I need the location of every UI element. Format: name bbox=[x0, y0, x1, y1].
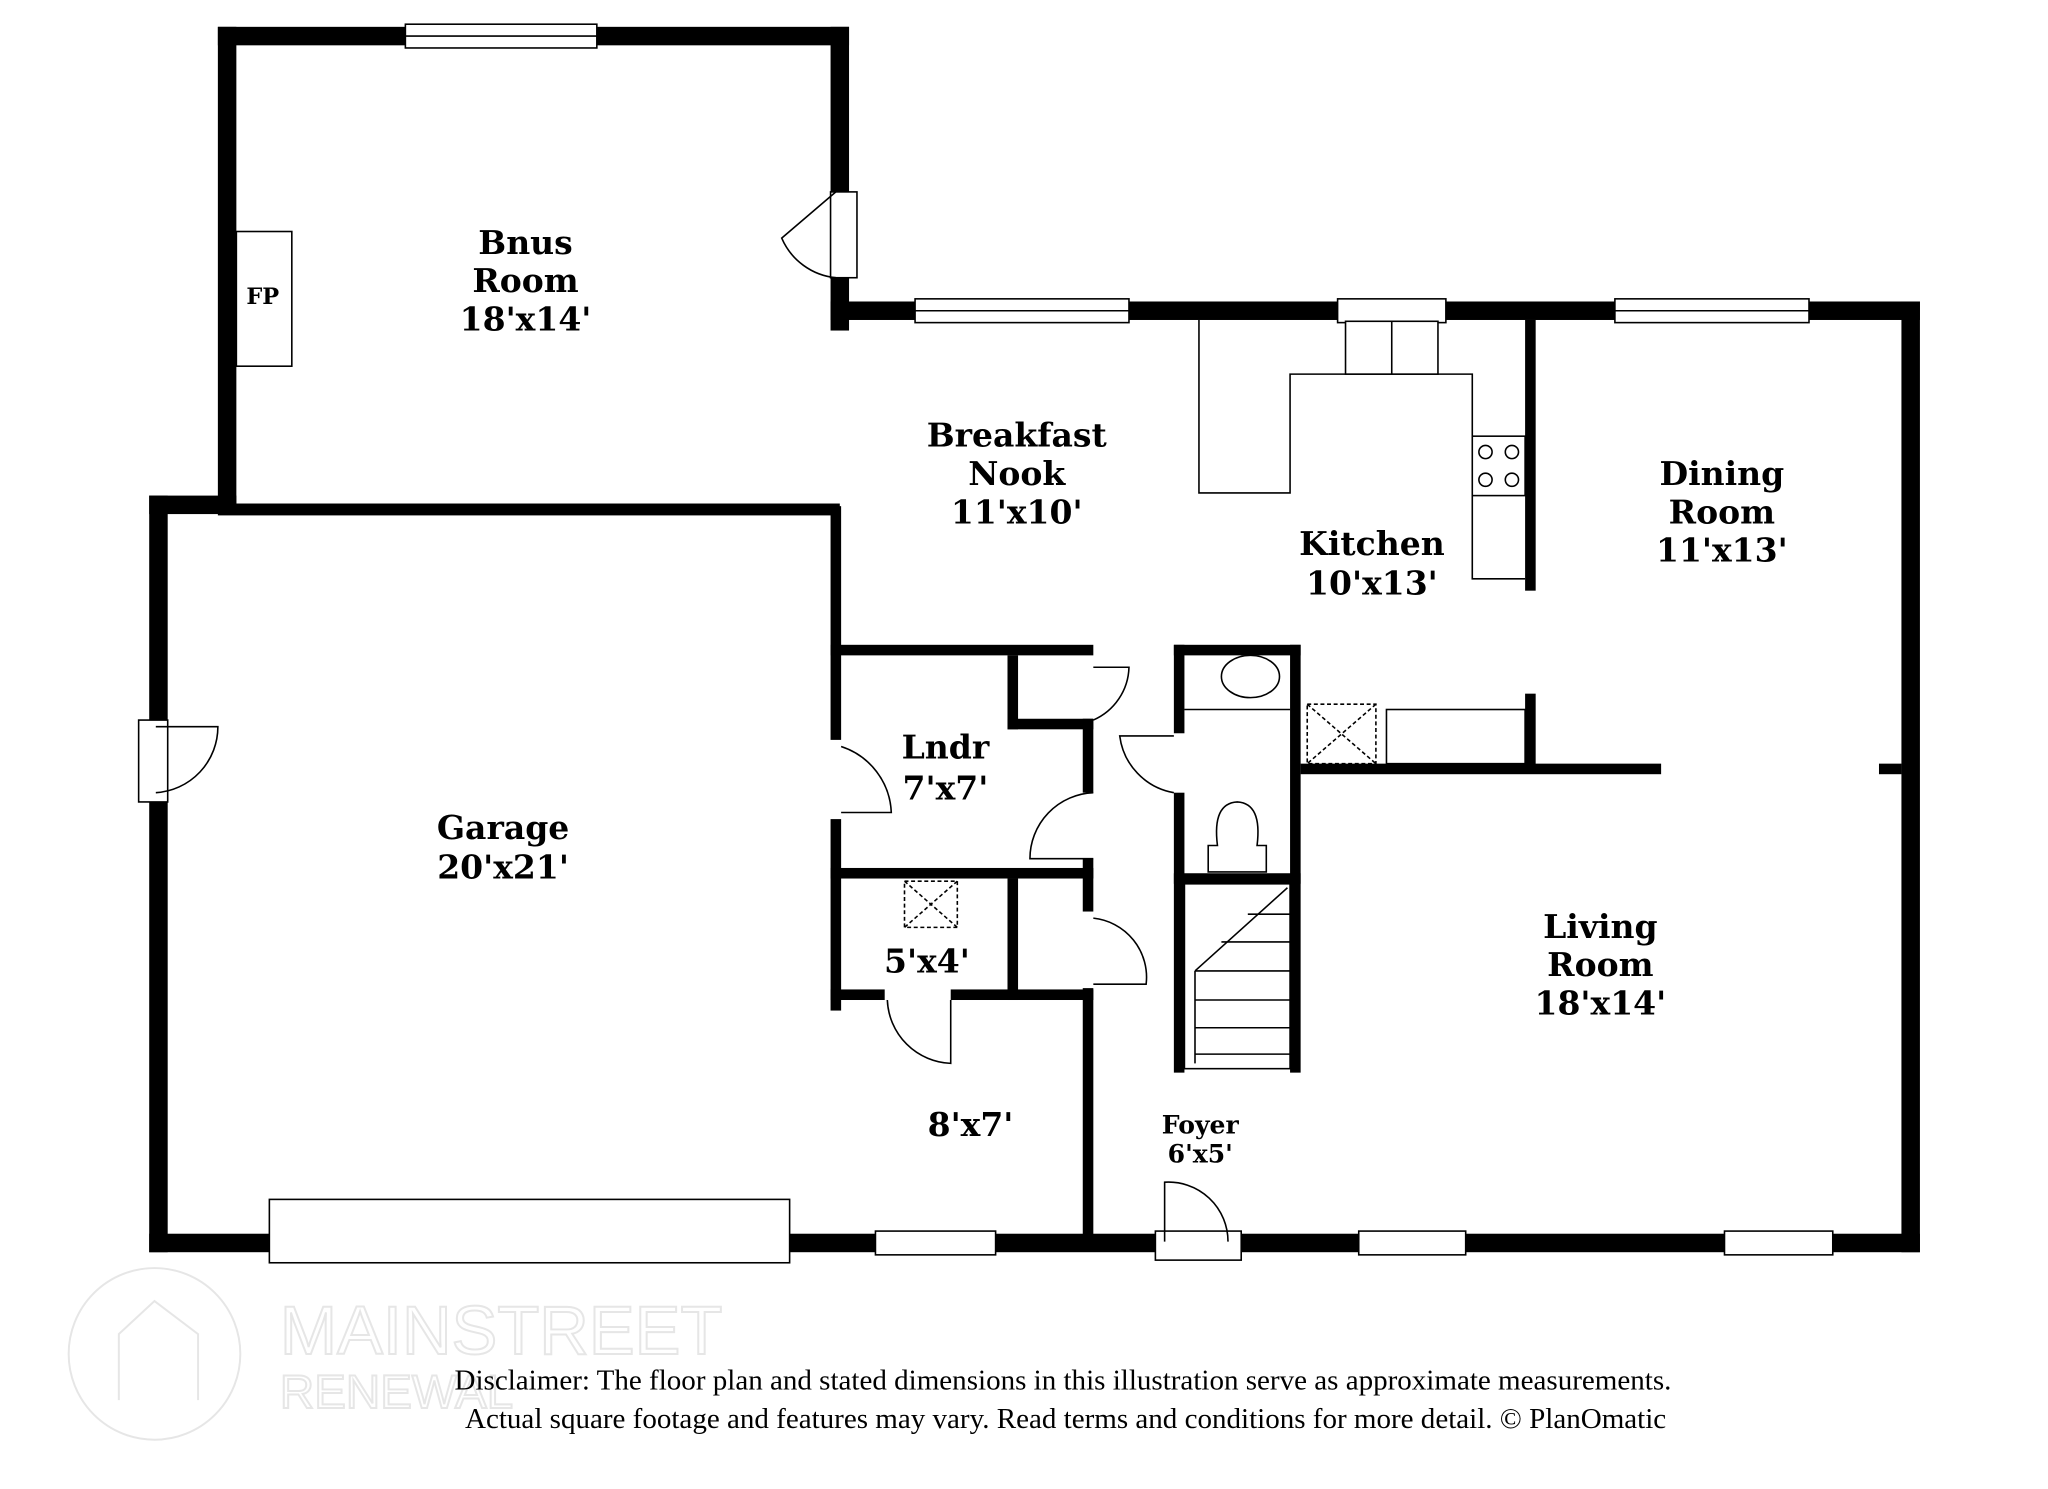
watermark-logo: MAINSTREET RENEWAL bbox=[67, 1267, 723, 1441]
svg-text:7'x7': 7'x7' bbox=[903, 768, 989, 807]
svg-text:Room: Room bbox=[1547, 945, 1653, 984]
laundry-label: Lndr bbox=[902, 727, 990, 766]
windows bbox=[268, 23, 1834, 1264]
svg-text:11'x10': 11'x10' bbox=[951, 492, 1083, 531]
garage-door bbox=[268, 1198, 791, 1264]
doors bbox=[137, 191, 1243, 1261]
dining-room-label: Dining bbox=[1659, 454, 1784, 493]
breakfast-nook-label: Breakfast bbox=[927, 416, 1108, 455]
svg-text:Room: Room bbox=[1669, 492, 1775, 531]
walls bbox=[149, 26, 1920, 1253]
stove bbox=[1471, 435, 1526, 497]
fixtures bbox=[235, 230, 1526, 929]
toilet bbox=[1207, 801, 1268, 873]
bonus-room-label: Bnus bbox=[478, 223, 572, 262]
svg-text:RENEWAL: RENEWAL bbox=[280, 1366, 513, 1419]
svg-text:11'x13': 11'x13' bbox=[1656, 531, 1788, 570]
svg-text:Actual square footage and feat: Actual square footage and features may v… bbox=[465, 1403, 1666, 1435]
svg-text:20'x21': 20'x21' bbox=[437, 848, 569, 887]
bath-sink bbox=[1220, 654, 1281, 699]
hall-label: 8'x7' bbox=[928, 1105, 1014, 1144]
garage-label: Garage bbox=[437, 808, 569, 847]
svg-text:Disclaimer: The floor plan and: Disclaimer: The floor plan and stated di… bbox=[455, 1365, 1672, 1397]
fireplace-label: FP bbox=[246, 284, 279, 310]
svg-text:18'x14': 18'x14' bbox=[1535, 984, 1667, 1023]
staircase bbox=[1183, 883, 1291, 1070]
fireplace bbox=[235, 230, 293, 367]
living-room-label: Living bbox=[1543, 907, 1658, 946]
disclaimer: Disclaimer: The floor plan and stated di… bbox=[455, 1365, 1672, 1435]
closet-label: 5'x4' bbox=[884, 941, 970, 980]
svg-text:18'x14': 18'x14' bbox=[460, 300, 592, 339]
svg-text:10'x13': 10'x13' bbox=[1306, 564, 1438, 603]
svg-text:6'x5': 6'x5' bbox=[1168, 1138, 1233, 1168]
room-labels: Bnus Room 18'x14' FP Breakfast Nook 11'x… bbox=[246, 223, 1787, 1168]
kitchen-label: Kitchen bbox=[1299, 524, 1445, 563]
svg-text:Room: Room bbox=[472, 261, 578, 300]
svg-text:Nook: Nook bbox=[968, 454, 1066, 493]
svg-text:MAINSTREET: MAINSTREET bbox=[280, 1292, 722, 1369]
foyer-label: Foyer bbox=[1162, 1109, 1240, 1139]
